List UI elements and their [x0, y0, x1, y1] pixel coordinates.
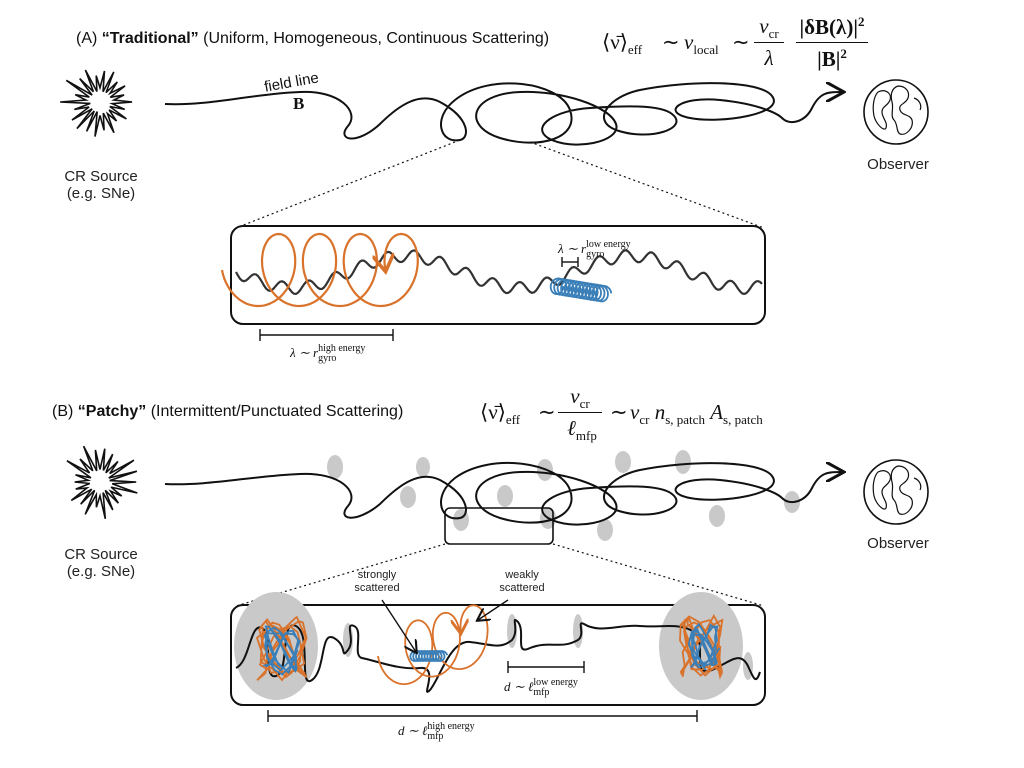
scattering-patches	[327, 450, 800, 541]
high-energy-gyro-orbit	[220, 232, 419, 308]
strongly-scattered-label: strongly scattered	[354, 569, 400, 594]
field-symbol: B	[293, 94, 305, 113]
wavy-field-a	[235, 249, 763, 296]
starburst-icon	[60, 69, 133, 137]
weakly-scattered-label: weakly scattered	[499, 569, 545, 594]
globe-icon	[863, 79, 929, 145]
low-energy-mfp-bar	[507, 661, 585, 673]
panel-b-title: (B) “Patchy” (Intermittent/Punctuated Sc…	[52, 403, 404, 420]
source-label-a: CR Source (e.g. SNe)	[64, 168, 138, 202]
high-energy-mfp-bar	[267, 710, 698, 722]
field-line-a	[164, 83, 842, 146]
high-energy-gyro-bar	[259, 329, 394, 341]
source-label-b: CR Source (e.g. SNe)	[64, 546, 138, 580]
inset-b-field-line	[235, 619, 761, 693]
observer-label-b: Observer	[867, 535, 929, 552]
panel-a	[60, 69, 929, 341]
low-energy-gyro-orbit	[549, 277, 613, 303]
field-line-b	[164, 461, 842, 526]
low-energy-gyro-bar	[561, 257, 579, 267]
panel-b	[66, 445, 929, 722]
observer-label-a: Observer	[867, 156, 929, 173]
globe-icon	[863, 459, 929, 525]
inset-b-box	[230, 604, 766, 706]
starburst-icon	[66, 445, 138, 519]
inset-a-box	[230, 225, 766, 325]
panel-a-title: (A) “Traditional” (Uniform, Homogeneous,…	[76, 30, 550, 47]
